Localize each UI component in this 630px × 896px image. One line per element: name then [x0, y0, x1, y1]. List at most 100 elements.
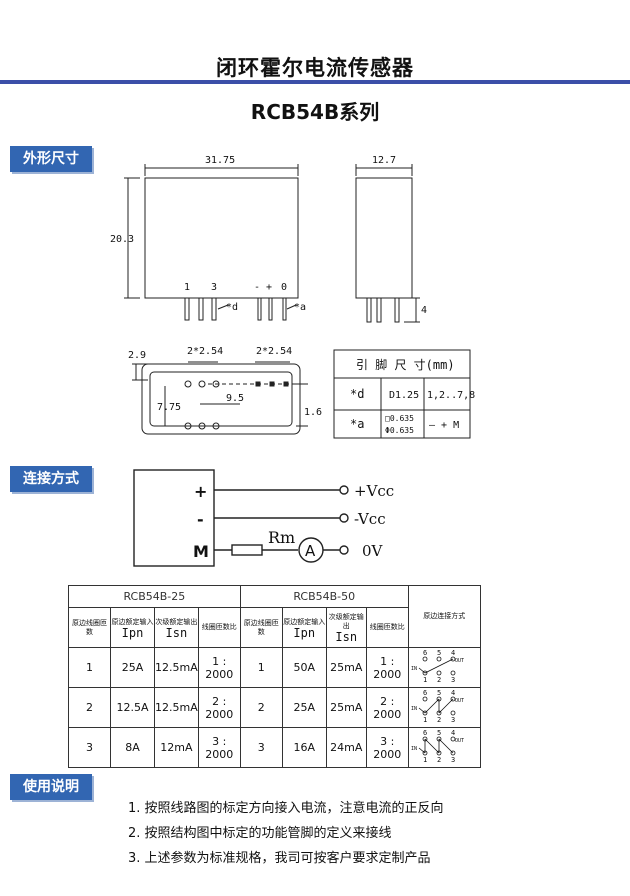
pin-hole-4 [184, 422, 192, 430]
pin-table-pins-d: 1,2..7,8 [427, 390, 475, 401]
svg-text:2: 2 [437, 676, 441, 684]
pin-table-key-a: *a [350, 417, 364, 431]
title-rule [0, 80, 630, 84]
dim-row-gap: 7.75 [157, 402, 181, 413]
pin-table-size-a-bottom: Φ0.635 [385, 426, 414, 435]
side-view-body [355, 177, 413, 299]
dim-pin-length: 4 [421, 305, 427, 316]
cell-ipn: 8A [110, 727, 155, 768]
pin-side-2 [376, 297, 382, 323]
series-title: RCB54B系列 [250, 100, 380, 124]
section-usage-tab: 使用说明 [10, 774, 92, 800]
terminal-minus-vcc [339, 513, 349, 523]
svg-text:OUT: OUT [455, 698, 464, 704]
pin-label-1: 1 [184, 282, 190, 293]
pin-front-5 [268, 297, 273, 321]
output-zero-v: 0V [362, 542, 384, 560]
pin-a-label: *a [294, 302, 306, 313]
svg-text:OUT: OUT [455, 658, 464, 664]
svg-text:IN: IN [411, 706, 417, 712]
svg-text:6: 6 [423, 689, 427, 697]
resistor-label: Rm [268, 528, 295, 547]
cell-isn: 12.5mA [154, 647, 199, 688]
pin-hole-9 [283, 381, 289, 387]
svg-text:1: 1 [423, 676, 427, 684]
pin-hole-7 [255, 381, 261, 387]
pin-front-1 [184, 297, 190, 321]
cell-isn: 12mA [154, 727, 199, 768]
pin-hole-6 [212, 422, 220, 430]
cell-ratio: 2 : 2000 [197, 687, 241, 728]
cell-turns: 3 [68, 727, 111, 768]
svg-text:2: 2 [437, 716, 441, 724]
wiring-diagram: + - M Rm A +Vcc -Vcc 0V [133, 469, 394, 567]
cell-isn: 12.5mA [154, 687, 199, 728]
svg-text:6: 6 [423, 649, 427, 657]
svg-text:6: 6 [423, 729, 427, 737]
pin-table-pins-a: — + M [429, 420, 459, 431]
svg-text:3: 3 [451, 676, 455, 684]
pin-table-size-d: D1.25 [389, 390, 419, 401]
svg-text:5: 5 [437, 689, 441, 697]
terminal-plus-vcc [339, 485, 349, 495]
load-resistor [231, 544, 263, 556]
pin-table-key-d: *d [350, 387, 364, 401]
usage-item-3: 3. 上述参数为标准规格，我司可按客户要求定制产品 [128, 851, 431, 866]
pin-d-label: *d [226, 302, 238, 313]
section-connection-tab: 连接方式 [10, 466, 92, 492]
page-title: 闭环霍尔电流传感器 [216, 56, 414, 80]
svg-text:3: 3 [451, 756, 455, 764]
dim-height: 20.3 [110, 234, 134, 245]
pin-side-1 [366, 297, 372, 323]
pin-table-size-a-top: □0.635 [385, 414, 414, 423]
col-ratio-a: 线圈匝数比 [197, 607, 241, 648]
cell-ipn: 16A [281, 727, 327, 768]
cell-ratio: 1 : 2000 [197, 647, 241, 688]
pin-hole-2 [198, 380, 206, 388]
pin-label-minus: - [254, 282, 260, 293]
cell-ratio: 2 : 2000 [365, 687, 409, 728]
table-row: 2 12.5A 12.5mA 2 : 2000 2 25A 25mA 2 : 2… [68, 687, 481, 728]
svg-text:3: 3 [451, 716, 455, 724]
dim-pitch-left: 2*2.54 [187, 346, 223, 357]
svg-text:4: 4 [451, 729, 455, 737]
svg-text:OUT: OUT [455, 738, 464, 744]
pin-label-zero: 0 [281, 282, 287, 293]
model-header-50: RCB54B-50 [239, 585, 409, 608]
cell-ratio: 3 : 2000 [197, 727, 241, 768]
cell-isn: 24mA [325, 727, 367, 768]
output-plus-vcc: +Vcc [354, 482, 394, 500]
cell-isn: 25mA [325, 647, 367, 688]
svg-text:1: 1 [423, 716, 427, 724]
pin-side-3 [394, 297, 400, 323]
bottom-view-body [141, 363, 301, 435]
pin-front-3 [211, 297, 217, 321]
dim-top-offset: 2.9 [128, 350, 146, 361]
pin-front-2 [198, 297, 204, 321]
usage-item-2: 2. 按照结构图中标定的功能管脚的定义来接线 [128, 826, 392, 841]
svg-text:5: 5 [437, 649, 441, 657]
cell-turns: 3 [239, 727, 283, 768]
cell-ratio: 3 : 2000 [365, 727, 409, 768]
dim-depth: 12.7 [372, 155, 396, 166]
pin-size-table [333, 349, 471, 439]
pin-hole-8 [269, 381, 275, 387]
spec-table: RCB54B-25 RCB54B-50 原边连接方式 原边线圈匝数 原边额定输入… [68, 585, 481, 768]
cell-ratio: 1 : 2000 [365, 647, 409, 688]
svg-text:IN: IN [411, 666, 417, 672]
ammeter-label: A [305, 542, 316, 560]
dim-pitch-right: 2*2.54 [256, 346, 292, 357]
col-ratio-b: 线圈匝数比 [365, 607, 409, 648]
pin-hole-3 [212, 380, 220, 388]
table-row: 1 25A 12.5mA 1 : 2000 1 50A 25mA 1 : 200… [68, 647, 481, 688]
svg-text:5: 5 [437, 729, 441, 737]
